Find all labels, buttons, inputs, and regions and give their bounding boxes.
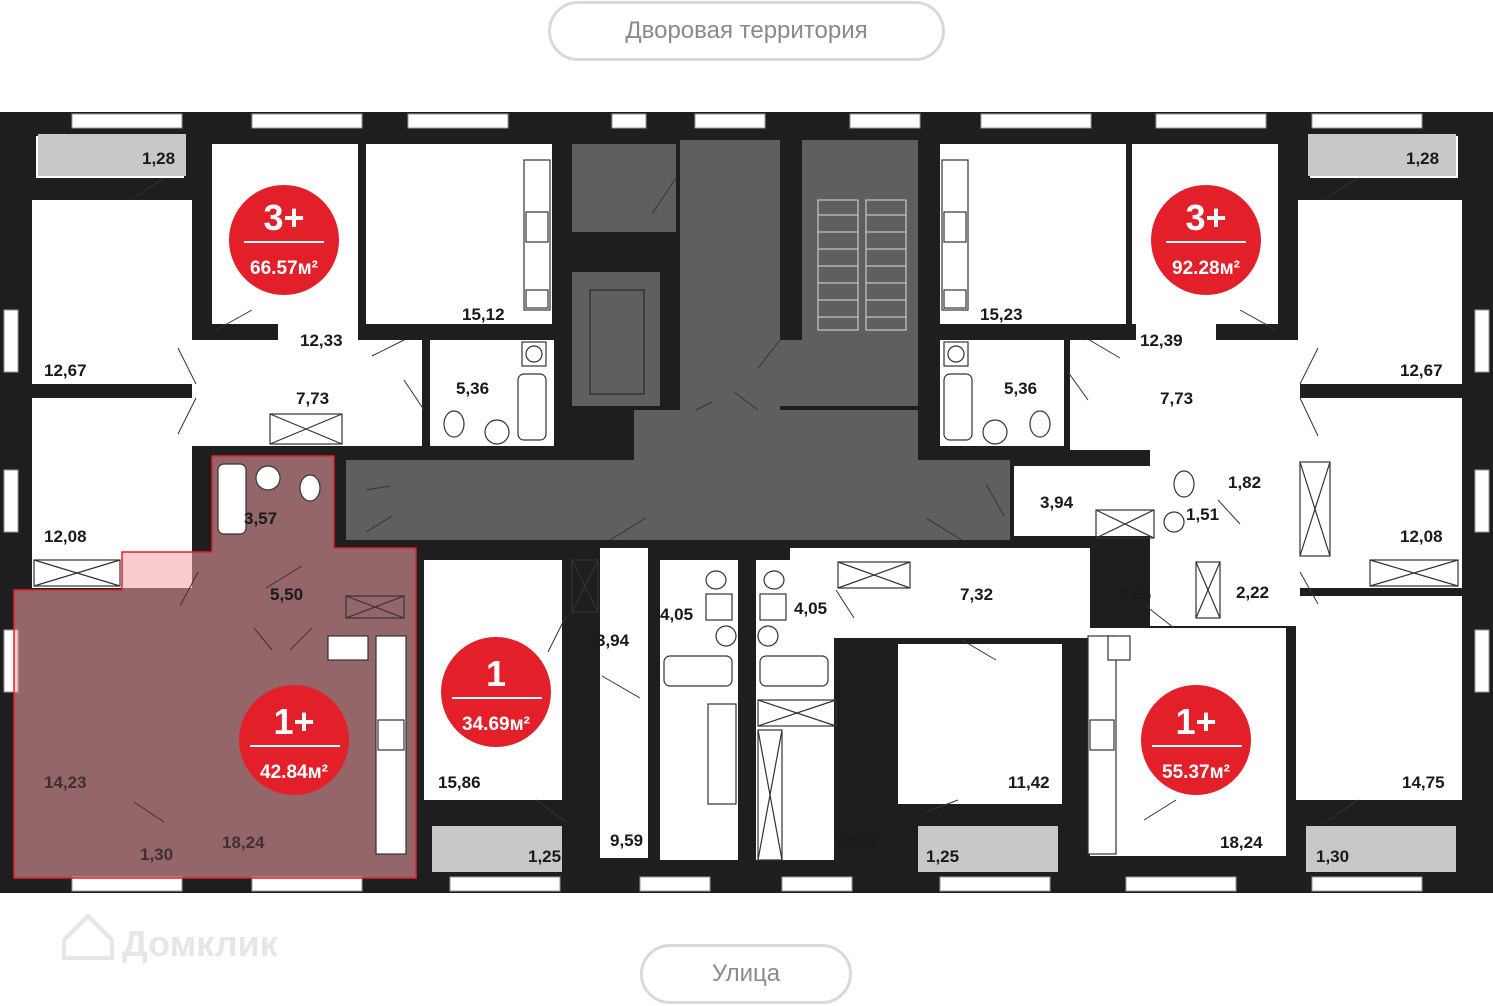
area-label: 5,36 bbox=[456, 379, 489, 398]
apartment-type: 1 bbox=[486, 653, 506, 694]
area-label: 7,73 bbox=[296, 389, 329, 408]
area-label: 1,82 bbox=[1228, 473, 1261, 492]
apartment-size: 92.28м² bbox=[1172, 258, 1240, 279]
area-label: 2,22 bbox=[1236, 583, 1269, 602]
apartment-type: 1+ bbox=[273, 701, 314, 742]
area-label: 1,25 bbox=[528, 847, 561, 866]
balconies bbox=[38, 134, 1456, 872]
area-label: 1,30 bbox=[140, 845, 173, 864]
area-label: 18,24 bbox=[222, 833, 265, 852]
apartment-badge[interactable]: 1+ 55.37м² bbox=[1141, 685, 1251, 795]
area-label: 9,59 bbox=[610, 831, 643, 850]
house-icon bbox=[62, 913, 114, 960]
area-label: 1,28 bbox=[142, 149, 175, 168]
area-label: 15,12 bbox=[462, 305, 505, 324]
area-label: 7,73 bbox=[1160, 389, 1193, 408]
apartment-type: 1+ bbox=[1175, 701, 1216, 742]
area-label: 14,75 bbox=[1402, 773, 1445, 792]
area-label: 3,57 bbox=[244, 509, 277, 528]
area-label: 1,51 bbox=[1186, 505, 1219, 524]
watermark-text: Домклик bbox=[122, 923, 279, 964]
area-label: 7,32 bbox=[960, 585, 993, 604]
area-labels: 1,28 12,33 15,12 12,67 7,73 5,36 12,08 3… bbox=[44, 149, 1445, 866]
street-label: Улица bbox=[640, 944, 852, 1004]
area-label: 5,36 bbox=[1004, 379, 1037, 398]
windows-top bbox=[71, 113, 1423, 129]
area-label: 3,94 bbox=[1040, 493, 1074, 512]
bathroom-fixtures bbox=[217, 341, 1195, 687]
area-label: 14,23 bbox=[44, 773, 87, 792]
area-label: 5,50 bbox=[270, 585, 303, 604]
area-label: 4,05 bbox=[660, 605, 693, 624]
kitchen-counters bbox=[327, 159, 1131, 855]
door-swings bbox=[133, 177, 1359, 823]
apartment-size: 66.57м² bbox=[250, 258, 318, 279]
area-label: 12,33 bbox=[300, 331, 343, 350]
area-label: 12,08 bbox=[44, 527, 87, 546]
area-label: 10,44 bbox=[834, 833, 877, 852]
apartment-type: 3+ bbox=[263, 197, 304, 238]
area-label: 3,94 bbox=[596, 631, 630, 650]
apartment-badge[interactable]: 3+ 92.28м² bbox=[1151, 185, 1261, 295]
apartment-size: 55.37м² bbox=[1162, 762, 1230, 783]
area-label: 12,67 bbox=[1400, 361, 1443, 380]
courtyard-label: Дворовая территория bbox=[548, 1, 945, 61]
area-label: 18,24 bbox=[1220, 833, 1263, 852]
apartment-type: 3+ bbox=[1185, 197, 1226, 238]
apartment-size: 34.69м² bbox=[462, 714, 530, 735]
area-label: 12,08 bbox=[1400, 527, 1443, 546]
watermark: Домклик bbox=[62, 913, 279, 964]
shafts bbox=[33, 413, 1459, 861]
area-label: 11,42 bbox=[1008, 773, 1050, 792]
area-label: 1,30 bbox=[1316, 847, 1349, 866]
elevator bbox=[589, 289, 645, 395]
apartment-badge[interactable]: 1 34.69м² bbox=[441, 637, 551, 747]
area-label: 15,86 bbox=[438, 773, 481, 792]
area-label: 12,39 bbox=[1140, 331, 1183, 350]
apartment-badge[interactable]: 3+ 66.57м² bbox=[229, 185, 339, 295]
area-label: 4,05 bbox=[794, 599, 827, 618]
area-label: 1,25 bbox=[926, 847, 959, 866]
windows-bottom bbox=[71, 876, 1423, 892]
area-label: 12,67 bbox=[44, 361, 87, 380]
area-label: 2,65 bbox=[1118, 585, 1151, 604]
apartment-size: 42.84м² bbox=[260, 762, 328, 783]
area-label: 15,23 bbox=[980, 305, 1023, 324]
apartment-badge[interactable]: 1+ 42.84м² bbox=[239, 685, 349, 795]
core bbox=[346, 140, 1010, 540]
area-label: 1,28 bbox=[1406, 149, 1439, 168]
stairs bbox=[817, 199, 907, 331]
